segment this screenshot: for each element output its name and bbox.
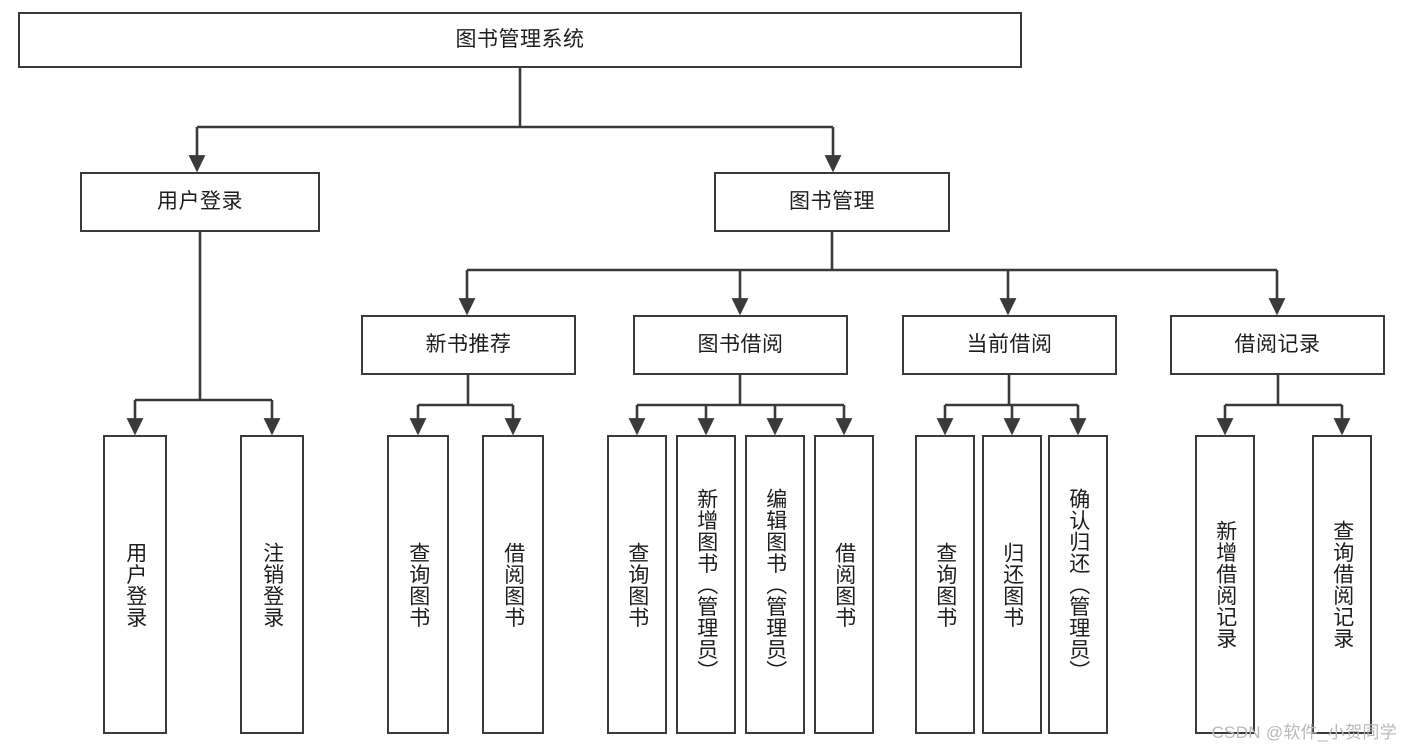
node-label: 图书管理系统 <box>455 28 585 52</box>
node-label: 归还图书 <box>1000 541 1024 628</box>
node-label: 新增图书（管理员） <box>694 487 718 682</box>
node-label: 图书管理 <box>789 190 875 214</box>
leaf-book-borrow-query-book[interactable]: 查询图书 <box>607 435 667 734</box>
node-label: 查询借阅记录 <box>1330 520 1354 649</box>
node-label: 新增借阅记录 <box>1213 520 1237 649</box>
node-new-book-recommendation[interactable]: 新书推荐 <box>361 315 576 375</box>
leaf-borrow-record-query-record[interactable]: 查询借阅记录 <box>1312 435 1372 734</box>
leaf-book-borrow-borrow-book[interactable]: 借阅图书 <box>814 435 874 734</box>
node-book-borrow[interactable]: 图书借阅 <box>633 315 848 375</box>
leaf-current-borrow-return-book[interactable]: 归还图书 <box>982 435 1042 734</box>
node-label: 注销登录 <box>260 541 284 628</box>
leaf-book-borrow-add-book-admin[interactable]: 新增图书（管理员） <box>676 435 736 734</box>
node-label: 查询图书 <box>406 541 430 628</box>
node-label: 用户登录 <box>123 541 147 628</box>
csdn-watermark: CSDN @软件_小贺同学 <box>1211 723 1397 742</box>
leaf-user-login-logout[interactable]: 注销登录 <box>240 435 304 734</box>
node-label: 编辑图书（管理员） <box>763 487 787 682</box>
leaf-new-book-query-book[interactable]: 查询图书 <box>387 435 449 734</box>
leaf-current-borrow-confirm-return-admin[interactable]: 确认归还（管理员） <box>1048 435 1108 734</box>
node-label: 借阅图书 <box>501 541 525 628</box>
node-label: 新书推荐 <box>425 333 512 357</box>
node-label: 查询图书 <box>933 541 957 628</box>
leaf-borrow-record-add-record[interactable]: 新增借阅记录 <box>1195 435 1255 734</box>
node-user-login[interactable]: 用户登录 <box>80 172 320 232</box>
leaf-new-book-borrow-book[interactable]: 借阅图书 <box>482 435 544 734</box>
node-label: 查询图书 <box>625 541 649 628</box>
node-borrow-record[interactable]: 借阅记录 <box>1170 315 1385 375</box>
node-label: 当前借阅 <box>966 333 1053 357</box>
node-label: 借阅记录 <box>1234 333 1321 357</box>
node-root-book-management-system[interactable]: 图书管理系统 <box>18 12 1022 68</box>
node-label: 借阅图书 <box>832 541 856 628</box>
leaf-book-borrow-edit-book-admin[interactable]: 编辑图书（管理员） <box>745 435 805 734</box>
node-current-borrow[interactable]: 当前借阅 <box>902 315 1117 375</box>
node-book-management[interactable]: 图书管理 <box>714 172 950 232</box>
node-label: 图书借阅 <box>697 333 784 357</box>
leaf-user-login-login[interactable]: 用户登录 <box>103 435 167 734</box>
node-label: 确认归还（管理员） <box>1066 487 1090 682</box>
node-label: 用户登录 <box>157 190 243 214</box>
leaf-current-borrow-query-book[interactable]: 查询图书 <box>915 435 975 734</box>
